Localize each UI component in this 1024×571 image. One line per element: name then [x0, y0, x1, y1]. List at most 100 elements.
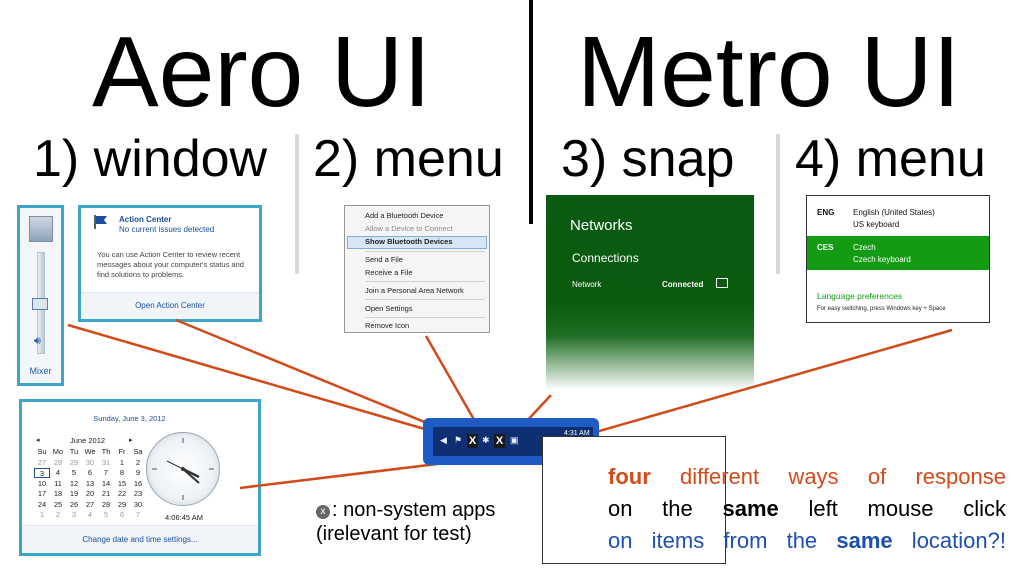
- calendar-day[interactable]: 29: [117, 499, 127, 509]
- tray-date[interactable]: 6/3/2012: [563, 441, 591, 448]
- question-part: on the: [608, 496, 723, 521]
- menu-separator: [365, 281, 485, 282]
- tray-time[interactable]: 4:31 AM: [564, 430, 590, 437]
- menu-item-remove-icon[interactable]: Remove Icon: [365, 321, 410, 330]
- calendar-day[interactable]: 10: [37, 478, 47, 488]
- menu-item-send-file[interactable]: Send a File: [365, 255, 403, 264]
- calendar-day[interactable]: 3: [71, 510, 77, 519]
- section-menu-aero: 2) menu: [313, 130, 504, 188]
- mixer-link[interactable]: Mixer: [29, 366, 52, 376]
- calendar-day[interactable]: 12: [69, 478, 79, 488]
- calendar-day[interactable]: 4: [87, 510, 93, 519]
- speaker-icon[interactable]: 🔊︎: [34, 335, 41, 347]
- tray-language[interactable]: CES: [542, 436, 726, 564]
- switch-hint: For easy switching, press Windows key + …: [817, 306, 946, 312]
- menu-item-add-device[interactable]: Add a Bluetooth Device: [365, 211, 444, 220]
- calendar-day[interactable]: 18: [53, 489, 63, 498]
- calendar-day[interactable]: 11: [54, 478, 62, 488]
- calendar-day[interactable]: 1: [39, 510, 45, 519]
- keyboard-ces[interactable]: Czech keyboard: [853, 255, 911, 264]
- calendar-day[interactable]: 16: [133, 478, 143, 488]
- calendar-day[interactable]: 9: [135, 468, 141, 477]
- calendar-day[interactable]: 15: [117, 478, 127, 488]
- calendar-day[interactable]: 29: [69, 457, 79, 467]
- network-tray-icon[interactable]: ▣: [510, 435, 519, 445]
- month-label[interactable]: June 2012: [70, 436, 106, 445]
- volume-flyout: 🔊︎ Mixer: [17, 205, 64, 386]
- calendar-day[interactable]: 6: [87, 468, 93, 477]
- calendar-day[interactable]: 28: [53, 457, 63, 467]
- networks-title: Networks: [570, 217, 633, 234]
- menu-item-show-devices[interactable]: Show Bluetooth Devices: [365, 237, 453, 246]
- calendar-day[interactable]: 8: [119, 468, 125, 477]
- calendar-day[interactable]: 19: [69, 489, 79, 498]
- calendar-day[interactable]: 30: [133, 499, 143, 509]
- menu-item-join-pan[interactable]: Join a Personal Area Network: [365, 286, 464, 295]
- open-action-center-link[interactable]: Open Action Center: [81, 292, 259, 319]
- calendar-day[interactable]: 20: [85, 489, 95, 498]
- menu-separator: [365, 299, 485, 300]
- calendar-day[interactable]: 25: [53, 499, 63, 509]
- calendar-day[interactable]: 27: [85, 499, 95, 509]
- device-icon[interactable]: [29, 216, 53, 242]
- calendar-day[interactable]: 4: [55, 468, 61, 477]
- calendar-day[interactable]: 2: [55, 510, 61, 519]
- legend-note: x: non-system apps (irelevant for test): [316, 498, 495, 546]
- bluetooth-tray-icon[interactable]: ✱: [482, 435, 490, 445]
- calendar-day[interactable]: 22: [117, 489, 127, 498]
- calendar-day[interactable]: 23: [133, 489, 143, 498]
- calendar-day[interactable]: 13: [85, 478, 95, 488]
- bluetooth-menu: Add a Bluetooth Device Allow a Device to…: [344, 205, 490, 333]
- section-window: 1) window: [33, 130, 268, 188]
- calendar-day[interactable]: 7: [135, 510, 141, 519]
- calendar-day[interactable]: 27: [37, 457, 47, 467]
- menu-item-allow-connect[interactable]: Allow a Device to Connect: [365, 224, 453, 233]
- calendar-day[interactable]: 17: [37, 489, 47, 498]
- menu-item-receive-file[interactable]: Receive a File: [365, 268, 413, 277]
- calendar-day[interactable]: 5: [103, 510, 109, 519]
- app-x-icon[interactable]: X: [467, 434, 478, 448]
- question-same-2: same: [836, 528, 893, 553]
- calendar-date-link[interactable]: Sunday, June 3, 2012: [93, 414, 166, 423]
- calendar-day[interactable]: 26: [69, 499, 79, 509]
- prev-month-icon[interactable]: ◂: [36, 437, 40, 444]
- flag-tray-icon[interactable]: ⚑: [454, 435, 463, 445]
- question-four: four: [608, 464, 651, 489]
- keyboard-eng[interactable]: US keyboard: [853, 220, 900, 229]
- calendar-day[interactable]: 31: [101, 457, 111, 467]
- volume-tray-icon[interactable]: ◀︎: [440, 435, 447, 445]
- main-divider: [529, 0, 533, 224]
- calendar-day[interactable]: 28: [101, 499, 111, 509]
- question-text: four different ways of response on the s…: [608, 461, 1006, 557]
- change-date-time-link[interactable]: Change date and time settings...: [22, 525, 258, 553]
- question-part: location?!: [892, 528, 1006, 553]
- menu-item-open-settings[interactable]: Open Settings: [365, 304, 413, 313]
- network-name[interactable]: Network: [572, 280, 602, 289]
- calendar-day[interactable]: 14: [101, 478, 111, 488]
- calendar-day[interactable]: 21: [101, 489, 111, 498]
- volume-slider-thumb[interactable]: [32, 298, 48, 310]
- flag-icon: [94, 215, 107, 229]
- networks-panel: Networks Connections Network Connected: [546, 195, 754, 390]
- language-preferences-link[interactable]: Language preferences: [817, 291, 903, 301]
- network-icon: [716, 278, 728, 288]
- calendar-day[interactable]: 24: [37, 499, 47, 509]
- action-center-status: No current issues detected: [119, 225, 215, 234]
- next-month-icon[interactable]: ▸: [129, 437, 133, 444]
- lang-code-eng[interactable]: ENG: [817, 208, 835, 217]
- calendar-day[interactable]: 7: [103, 468, 109, 477]
- lang-name-ces[interactable]: Czech: [853, 243, 876, 252]
- calendar-day[interactable]: 6: [119, 510, 125, 519]
- calendar-day[interactable]: 3: [34, 468, 50, 478]
- calendar-day[interactable]: 2: [135, 457, 141, 467]
- calendar-day[interactable]: 5: [71, 468, 77, 477]
- calendar-day[interactable]: 30: [85, 457, 95, 467]
- question-part: on items from the: [608, 528, 837, 553]
- app-x-icon[interactable]: X: [494, 434, 505, 448]
- lang-code-ces[interactable]: CES: [817, 243, 834, 252]
- lang-name-eng[interactable]: English (United States): [853, 208, 935, 217]
- selected-language-row[interactable]: [807, 236, 989, 270]
- calendar-day[interactable]: 1: [119, 457, 125, 467]
- weekday-label: Fr: [118, 447, 126, 456]
